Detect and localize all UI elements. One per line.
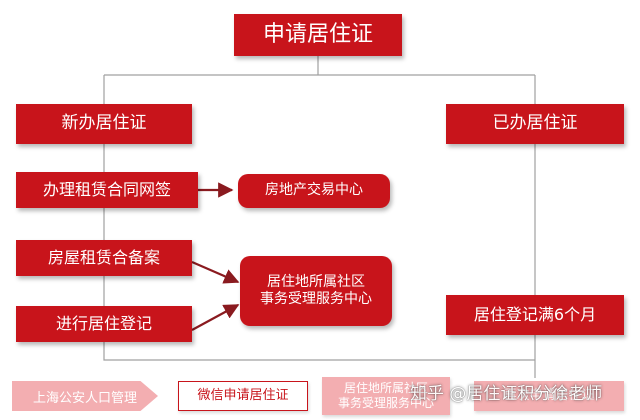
channel-community-line1: 居住地所属社区 xyxy=(343,381,428,395)
channel-shanghai-police: 上海公安人口管理 xyxy=(12,381,158,411)
step-registered-six-months: 居住登记满6个月 xyxy=(446,295,624,335)
handler-community-center: 居住地所属社区 事务受理服务中心 xyxy=(240,256,392,326)
watermark-text: 知乎 @居住证积分徐老师 xyxy=(410,384,603,404)
channel-shanghai-police-label: 上海公安人口管理 xyxy=(32,390,137,406)
step-rental-filing: 房屋租赁合备案 xyxy=(16,240,192,276)
branch-existing-permit: 已办居住证 xyxy=(446,104,624,144)
step-rental-contract-label: 办理租赁合同网签 xyxy=(42,180,171,199)
channel-community-apply: 居住地所属社区 事务受理服务中心 xyxy=(322,377,450,415)
branch-existing-label: 已办居住证 xyxy=(492,113,578,134)
step-rental-contract: 办理租赁合同网签 xyxy=(16,172,198,208)
step-residence-registration: 进行居住登记 xyxy=(16,306,192,342)
arrow-filing-to-community xyxy=(191,260,240,284)
root-apply-residence-permit: 申请居住证 xyxy=(234,14,402,56)
branch-new-permit: 新办居住证 xyxy=(16,104,192,144)
root-label: 申请居住证 xyxy=(262,22,373,48)
handler-real-estate-label: 房地产交易中心 xyxy=(265,182,363,199)
arrow-registration-to-community xyxy=(191,304,240,331)
channel-community-line2: 事务受理服务中心 xyxy=(337,396,434,410)
step-rental-filing-label: 房屋租赁合备案 xyxy=(47,248,160,267)
handler-community-line2: 事务受理服务中心 xyxy=(260,291,372,307)
step-residence-registration-label: 进行居住登记 xyxy=(55,314,152,333)
channel-wechat-apply: 微信申请居住证 xyxy=(178,381,308,411)
channel-apply-permit-label: 再次申请居住证 xyxy=(503,387,595,403)
watermark: 知乎 @居住证积分徐老师 xyxy=(410,380,635,408)
handler-community-line1: 居住地所属社区 xyxy=(267,273,365,290)
branch-new-label: 新办居住证 xyxy=(61,113,147,134)
step-registered-six-months-label: 居住登记满6个月 xyxy=(473,305,597,324)
channel-apply-permit: 再次申请居住证 xyxy=(474,381,624,411)
handler-real-estate-center: 房地产交易中心 xyxy=(238,174,390,208)
connector-registration-to-bar xyxy=(103,342,535,361)
channel-wechat-apply-label: 微信申请居住证 xyxy=(197,387,289,403)
